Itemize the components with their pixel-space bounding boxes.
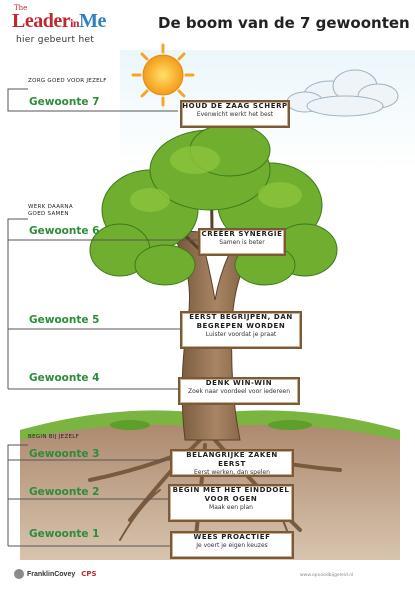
franklincovey-name: FranklinCovey <box>27 571 76 578</box>
cps-logo: CPS <box>81 570 97 578</box>
sign-habit-6-subtitle: Samen is beter <box>219 239 265 246</box>
habit-label-3: Gewoonte 3 <box>29 448 100 460</box>
sign-habit-5-subtitle: Luister voordat je praat <box>205 331 277 338</box>
habit-label-1: Gewoonte 1 <box>29 528 100 540</box>
footer-url: www.opvoedbijgeleid.nl <box>300 573 354 578</box>
footer-logos: FranklinCovey CPS <box>14 569 97 579</box>
sign-habit-6-title: CREËER SYNERGIE <box>201 230 283 238</box>
sign-habit-2-title: BEGIN MET HET EINDDOEL VOOR OGEN <box>172 486 290 503</box>
habit-label-6: Gewoonte 6 <box>29 225 100 237</box>
sign-habit-1: WEES PROACTIEF Je voert je eigen keuzes <box>170 531 294 559</box>
sign-habit-3-subtitle: Eerst werken, dan spelen <box>194 469 270 476</box>
sign-habit-2-subtitle: Maak een plan <box>209 504 253 511</box>
habit-label-4: Gewoonte 4 <box>29 372 100 384</box>
habit-label-5: Gewoonte 5 <box>29 314 100 326</box>
section-label-start-with-self: BEGIN BIJ JEZELF <box>28 434 80 440</box>
sign-habit-1-subtitle: Je voert je eigen keuzes <box>196 542 268 549</box>
sign-habit-4-subtitle: Zoek naar voordeel voor iedereen <box>187 388 291 395</box>
sign-habit-5: EERST BEGRIJPEN, DAN BEGREPEN WORDEN Lui… <box>180 311 302 349</box>
section-label-self-care: ZORG GOED VOOR JEZELF <box>28 78 107 84</box>
leader-in-me-logo: The LeaderinMe hier gebeurt het <box>8 4 138 52</box>
franklincovey-globe-icon <box>14 569 24 579</box>
section-label-teamwork: WERK DAARNA GOED SAMEN <box>28 204 73 217</box>
logo-wordmark: LeaderinMe <box>12 10 106 32</box>
logo-tagline: hier gebeurt het <box>16 35 95 45</box>
habit-label-2: Gewoonte 2 <box>29 486 100 498</box>
sign-habit-6: CREËER SYNERGIE Samen is beter <box>198 228 286 256</box>
habit-label-7: Gewoonte 7 <box>29 96 100 108</box>
bracket-lines <box>7 88 198 547</box>
sign-habit-4-title: DENK WIN-WIN <box>205 379 273 387</box>
page-title: De boom van de 7 gewoonten <box>158 14 410 32</box>
sun-icon <box>131 43 195 107</box>
sign-habit-3: BELANGRIJKE ZAKEN EERST Eerst werken, da… <box>170 449 294 477</box>
sign-habit-5-title: EERST BEGRIJPEN, DAN BEGREPEN WORDEN <box>189 313 293 330</box>
sign-habit-4: DENK WIN-WIN Zoek naar voordeel voor ied… <box>178 377 300 405</box>
sign-habit-7: HOUD DE ZAAG SCHERP Evenwicht werkt het … <box>180 100 290 128</box>
sign-habit-7-subtitle: Evenwicht werkt het best <box>196 111 274 118</box>
cloud-icon <box>286 69 399 117</box>
sign-habit-2: BEGIN MET HET EINDDOEL VOOR OGEN Maak ee… <box>168 484 294 522</box>
sign-habit-7-title: HOUD DE ZAAG SCHERP <box>182 102 288 110</box>
sign-habit-1-title: WEES PROACTIEF <box>193 533 271 541</box>
logo-the: The <box>14 4 28 12</box>
sign-habit-3-title: BELANGRIJKE ZAKEN EERST <box>186 451 278 468</box>
